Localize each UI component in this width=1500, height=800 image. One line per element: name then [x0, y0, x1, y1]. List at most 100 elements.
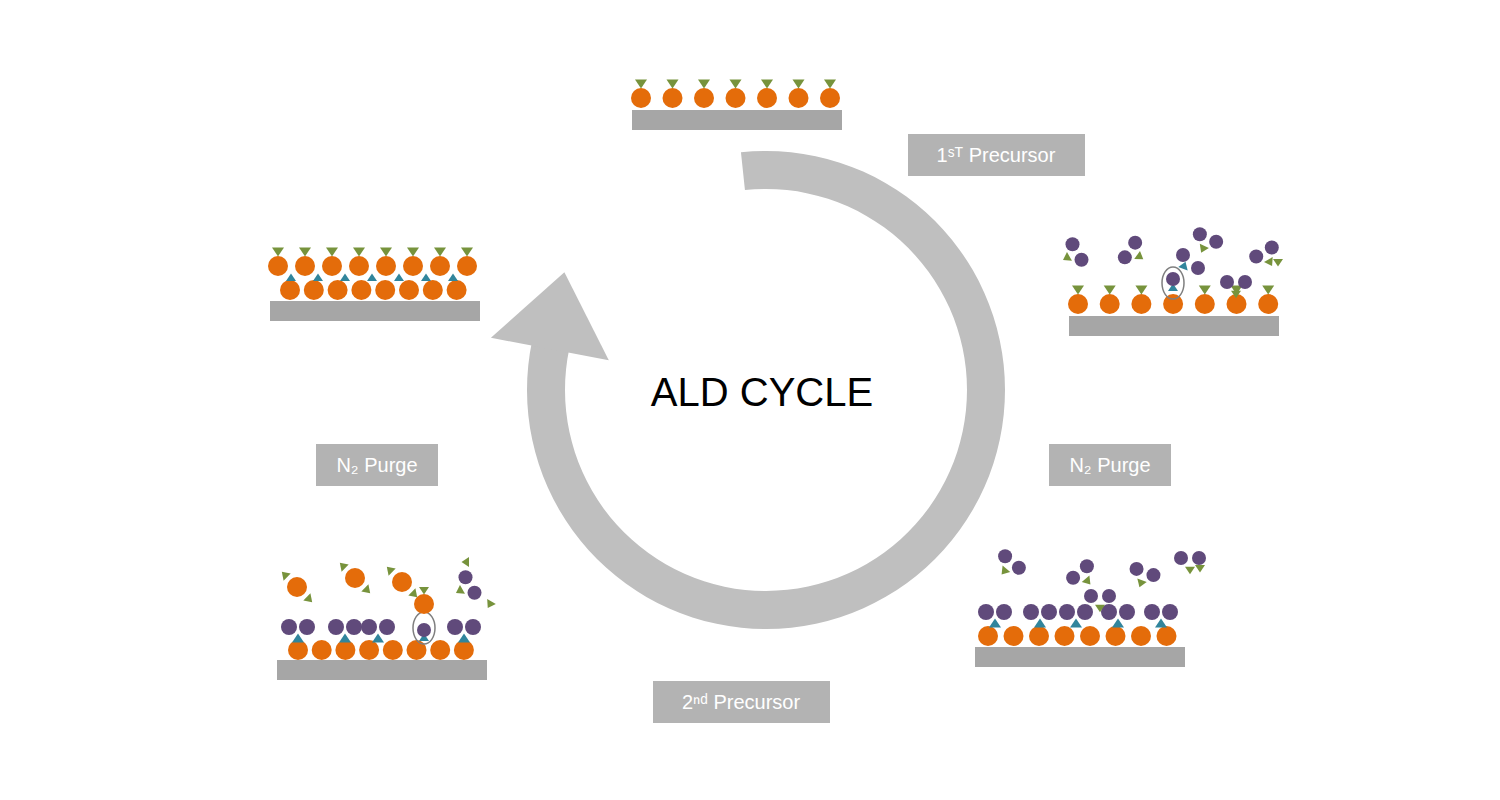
metal-atom — [1131, 626, 1151, 646]
metal-atom — [295, 256, 315, 276]
metal-atom — [287, 577, 307, 597]
metal-atom — [1055, 626, 1075, 646]
precursor-atom — [1238, 275, 1252, 289]
ligand — [372, 634, 384, 643]
step-label-box: 2ⁿᵈ Precursor — [653, 681, 830, 723]
metal-atom — [454, 640, 474, 660]
precursor-atom — [299, 619, 315, 635]
metal-atom — [757, 88, 777, 108]
metal-atom — [726, 88, 746, 108]
ligand — [461, 247, 473, 256]
ligand — [998, 565, 1010, 577]
precursor-atom — [1144, 604, 1160, 620]
step-label: 1ˢᵀ Precursor — [937, 143, 1056, 167]
ligand — [367, 274, 377, 282]
ligand — [824, 79, 836, 88]
ligand — [292, 634, 304, 643]
ligand — [448, 274, 458, 282]
metal-atom — [407, 640, 427, 660]
ligand — [1034, 619, 1046, 628]
ligand — [453, 585, 464, 597]
ligand — [419, 587, 429, 595]
ligand — [1072, 285, 1084, 294]
ligand — [1264, 257, 1276, 268]
ligand — [730, 79, 742, 88]
reaction-marker — [413, 612, 435, 644]
metal-atom — [447, 280, 467, 300]
precursor-atom — [1075, 253, 1089, 267]
metal-atom — [322, 256, 342, 276]
step-label: 2ⁿᵈ Precursor — [682, 690, 800, 714]
ligand — [1231, 291, 1241, 299]
precursor-atom — [468, 586, 482, 600]
ligand — [353, 247, 365, 256]
precursor-atom — [1084, 589, 1098, 603]
step-label: N₂ Purge — [1069, 453, 1150, 477]
ligand — [326, 247, 338, 256]
ligand — [339, 634, 351, 643]
precursor-atom — [1193, 227, 1207, 241]
ligand — [408, 588, 420, 600]
metal-atom — [328, 280, 348, 300]
ligand — [1197, 244, 1209, 255]
precursor-atom — [1077, 604, 1093, 620]
precursor-atom — [1041, 604, 1057, 620]
ligand — [1273, 259, 1283, 267]
ligand — [383, 563, 395, 575]
ligand — [1199, 285, 1211, 294]
metal-atom — [430, 640, 450, 660]
precursor-atom — [1066, 237, 1080, 251]
ligand — [989, 619, 1001, 628]
metal-atom — [288, 640, 308, 660]
ligand — [394, 274, 404, 282]
ligand — [303, 593, 315, 605]
ligand — [1095, 605, 1105, 613]
substrate — [270, 301, 480, 321]
precursor-atom — [1174, 551, 1188, 565]
ligand — [761, 79, 773, 88]
metal-atom — [789, 88, 809, 108]
ligand — [278, 568, 290, 580]
metal-atom — [457, 256, 477, 276]
metal-atom — [1004, 626, 1024, 646]
ligand — [272, 247, 284, 256]
precursor-atom — [1080, 559, 1094, 573]
precursor-atom — [328, 619, 344, 635]
ligand — [421, 274, 431, 282]
precursor-atom — [465, 619, 481, 635]
metal-atom — [1195, 294, 1215, 314]
ligand — [483, 599, 495, 610]
metal-atom — [345, 568, 365, 588]
precursor-atom — [1130, 562, 1144, 576]
ligand — [407, 247, 419, 256]
ligand — [434, 247, 446, 256]
ligand — [1134, 251, 1146, 263]
substrate — [632, 110, 842, 130]
ligand — [340, 274, 350, 282]
precursor-atom — [996, 604, 1012, 620]
precursor-atom — [379, 619, 395, 635]
precursor-atom — [1146, 568, 1160, 582]
precursor-atom — [346, 619, 362, 635]
metal-atom — [392, 572, 412, 592]
metal-atom — [375, 280, 395, 300]
precursor-atom — [1102, 589, 1116, 603]
precursor-atom — [1191, 261, 1205, 275]
substrate — [1069, 316, 1279, 336]
precursor-atom — [447, 619, 463, 635]
precursor-atom — [361, 619, 377, 635]
precursor-atom — [417, 623, 431, 637]
precursor-atom — [459, 570, 473, 584]
precursor-atom — [1166, 272, 1180, 286]
metal-atom — [268, 256, 288, 276]
precursor-atom — [1023, 604, 1039, 620]
ligand — [462, 557, 470, 567]
precursor-atom — [1128, 236, 1142, 250]
metal-atom — [694, 88, 714, 108]
metal-atom — [351, 280, 371, 300]
ligand — [299, 247, 311, 256]
metal-atom — [304, 280, 324, 300]
ligand — [1135, 285, 1147, 294]
ligand — [286, 274, 296, 282]
